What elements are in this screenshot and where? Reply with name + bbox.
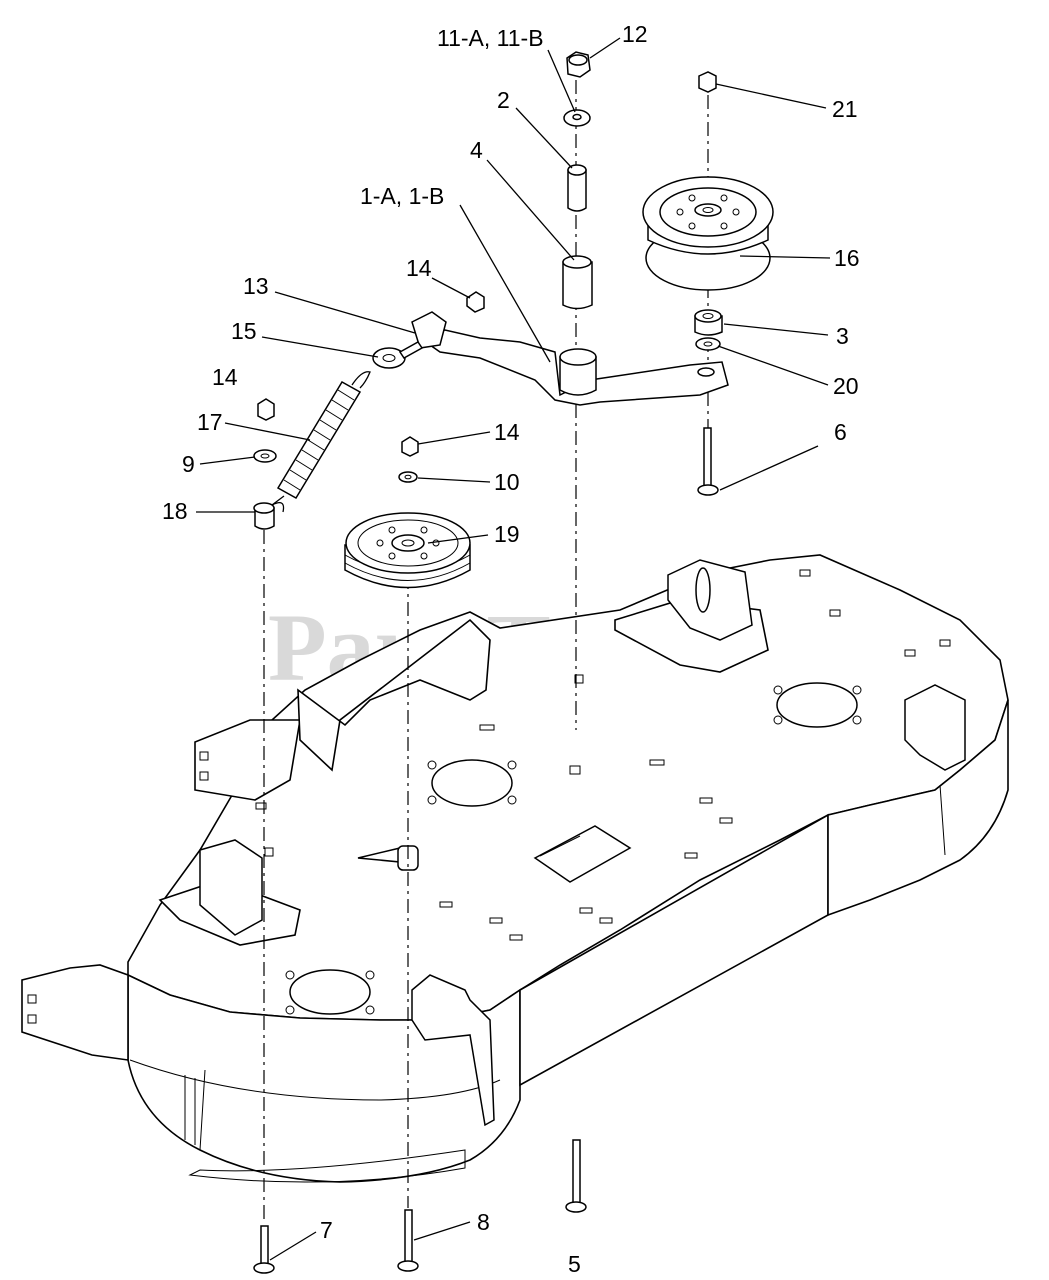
part-3-spacer	[694, 309, 723, 336]
deck-left-rear-bracket	[194, 719, 301, 801]
part-17-spring	[271, 371, 371, 506]
access-cover	[533, 825, 632, 883]
spindle-hole-front-left	[289, 969, 371, 1015]
callout-9: 9	[182, 451, 195, 477]
callout-6: 6	[834, 419, 847, 445]
callout-12: 12	[622, 21, 648, 47]
callout-4: 4	[470, 137, 483, 163]
part-5-bolt	[565, 1139, 587, 1213]
part-7-bolt	[253, 1225, 275, 1274]
deck-right-skirt	[827, 699, 1009, 917]
callout-19: 19	[494, 521, 520, 547]
part-1-idler-arm	[411, 311, 729, 406]
part-11-washer	[563, 109, 591, 127]
part-21-nut	[698, 71, 717, 93]
rear-mount-bracket	[297, 618, 491, 772]
part-2-spacer	[567, 164, 587, 212]
right-side-bracket	[904, 684, 966, 771]
callout-18: 18	[162, 498, 188, 524]
front-center-bracket	[411, 974, 495, 1127]
part-10-washer	[398, 471, 418, 483]
leader-lines	[196, 37, 831, 1261]
callout-11-a-11-b: 11-A, 11-B	[437, 25, 544, 51]
part-14-nut-arm	[466, 291, 485, 313]
part-4-bushing	[562, 255, 593, 310]
callout-14-center: 14	[494, 419, 520, 445]
callout-15: 15	[231, 318, 257, 344]
callout-1-a-1-b: 1-A, 1-B	[360, 183, 444, 209]
callout-3: 3	[836, 323, 849, 349]
part-9-washer	[253, 449, 277, 463]
part-16-idler-pulley	[642, 176, 774, 291]
spindle-hole-rear-right	[776, 682, 858, 728]
deck-left-bracket	[21, 964, 129, 1061]
part-18-spacer	[253, 502, 285, 530]
callout-16: 16	[834, 245, 860, 271]
part-19-pulley	[344, 512, 471, 589]
callout-5: 5	[568, 1251, 581, 1277]
part-15-eyebolt	[372, 341, 424, 369]
callout-21: 21	[832, 96, 858, 122]
callout-8: 8	[477, 1209, 490, 1235]
part-8-bolt	[397, 1209, 419, 1272]
callout-20: 20	[833, 373, 859, 399]
spindle-hole-center	[431, 759, 513, 807]
callout-10: 10	[494, 469, 520, 495]
callout-17: 17	[197, 409, 223, 435]
left-pivot-block	[199, 839, 263, 936]
mower-deck	[21, 554, 1009, 1183]
callout-14-arm: 14	[406, 255, 432, 281]
callout-labels: 11-A, 11-B 12 2 21 4 1-A, 1-B 16 14 13 3…	[162, 21, 860, 1277]
part-14-nut-left	[257, 398, 275, 421]
callout-7: 7	[320, 1217, 333, 1243]
callout-14-left: 14	[212, 364, 238, 390]
part-14-nut-center	[401, 436, 419, 457]
callout-13: 13	[243, 273, 269, 299]
part-12-nut	[566, 51, 591, 78]
callout-2: 2	[497, 87, 510, 113]
part-6-bolt	[697, 427, 719, 496]
part-20-washer	[695, 337, 721, 351]
